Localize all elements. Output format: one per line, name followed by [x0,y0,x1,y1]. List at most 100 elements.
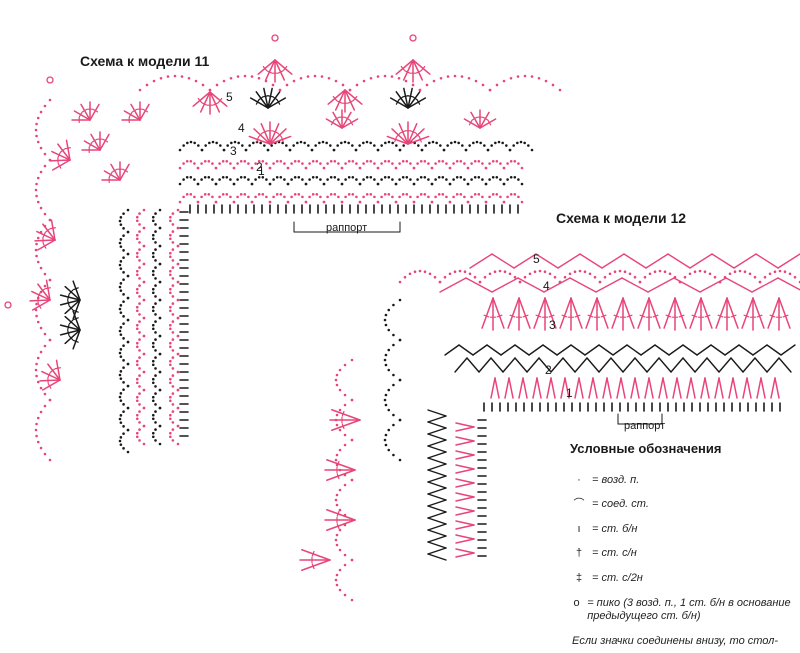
legend-item-dc: † = ст. с/н [572,547,797,560]
chain-stitch [383,193,387,196]
stitch-zig [427,409,447,417]
chain-stitch [319,195,322,199]
chain-stitch [308,195,311,199]
chain-stitch [176,334,180,338]
picot [4,301,12,309]
chain-stitch [446,144,449,147]
chain-stitch [35,242,38,246]
chain-stitch [568,272,572,276]
stitch-zig [699,277,727,293]
chain-stitch [154,266,157,269]
double-crochet [518,297,531,329]
chain-stitch [343,433,347,437]
double-crochet [341,118,359,129]
chain-stitch [350,478,354,482]
chain-stitch [118,373,122,377]
chain-stitch [43,212,47,216]
chain-arch [135,334,146,356]
chain-stitch [211,162,214,165]
chain-stitch [176,406,180,410]
chain-stitch [43,272,47,276]
chain-stitch [383,438,387,442]
legend-item-chain: · = возд. п. [572,474,797,487]
pink-stitch [578,377,584,399]
chain-stitch [477,193,481,196]
chain-stitch [265,162,268,165]
chain-stitch [36,200,40,204]
chain-stitch [169,287,172,291]
chain-stitch [373,162,376,165]
stitch-zig [542,344,558,356]
stitch-bar [704,314,711,318]
chain-stitch [203,175,207,179]
stitch-bar [72,317,79,321]
chain-stitch [431,140,435,144]
chain-stitch [43,224,47,228]
chain-stitch [310,148,314,152]
double-crochet [301,548,331,561]
chain-stitch [608,272,612,276]
stitch-zig [586,357,600,373]
chain-stitch [151,269,155,273]
chain-stitch [558,88,562,92]
scheme-model-11 [4,34,562,462]
chain-stitch [470,162,473,165]
chain-stitch [135,251,139,255]
chain-stitch [505,144,508,147]
pink-stitch [588,377,594,399]
chain-stitch [48,338,52,342]
pink-stitch [455,422,475,428]
chain-stitch [743,270,747,273]
double-crochet [29,299,51,302]
stitch-bar [522,314,529,318]
chain-stitch [119,289,123,292]
chain-stitch [135,381,139,385]
chain-stitch [683,275,687,279]
chain-arch [268,159,290,170]
chain-stitch [43,452,47,456]
black-fan [389,87,427,109]
double-crochet [274,59,293,75]
chain-stitch [122,388,125,391]
chain-stitch [380,144,383,147]
chain-stitch [350,398,354,402]
chain-stitch [320,75,324,78]
chain-stitch [334,578,338,582]
stitch-zig [612,344,628,356]
chain-stitch [452,162,455,165]
chain-stitch [135,269,139,273]
stitch-zig [626,344,642,356]
double-crochet [585,297,598,329]
chain-arch [484,159,506,170]
double-crochet [83,140,101,151]
chain-stitch [154,374,157,377]
chain-stitch [398,298,402,302]
chain-stitch [336,144,339,147]
pink-stitch [522,377,528,399]
chain-stitch [138,374,141,377]
stitch-bar [311,550,315,557]
chain-stitch [394,200,398,204]
double-crochet [407,91,421,109]
legend-item-sc: ı = ст. б/н [572,523,797,536]
chain-stitch [279,159,283,163]
chain-stitch [398,418,402,422]
chain-stitch [384,443,388,447]
chain-stitch [453,140,457,144]
chain-arch [135,208,146,230]
pink-stitch [630,377,636,399]
chain-stitch [443,275,447,279]
stitch-bar [57,152,61,158]
double-crochet [479,118,497,129]
chain-stitch [158,226,162,230]
chain-stitch [122,403,125,406]
stitch-bar [639,314,646,318]
double-crochet [123,110,141,121]
chain-stitch [218,195,221,199]
chain-arch [288,140,314,152]
stitch-bar [396,132,401,138]
chain-stitch [215,83,219,87]
chain-stitch [119,326,123,329]
double-crochet [31,299,51,311]
pink-v [689,297,713,331]
